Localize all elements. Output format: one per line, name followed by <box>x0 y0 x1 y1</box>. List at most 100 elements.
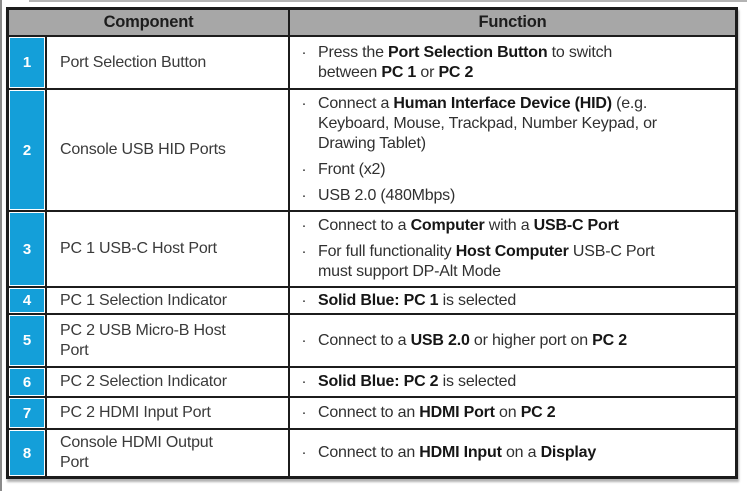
row-number-badge: 3 <box>10 213 44 285</box>
function-bullet-item: · Connect to an HDMI Input on a Display <box>290 443 727 463</box>
function-text-bold: USB-C Port <box>533 217 619 234</box>
row-number-badge: 6 <box>10 369 44 395</box>
bullet-icon: · <box>301 187 307 204</box>
function-cell: · Connect to an HDMI Port on PC 2 <box>290 398 735 428</box>
bullet-icon: · <box>301 291 307 309</box>
function-text: Connect to an HDMI Input on a Display <box>318 443 596 463</box>
function-text-bold: HDMI Port <box>419 404 495 421</box>
function-text: Front (x2) <box>318 160 386 180</box>
bullet-icon: · <box>301 95 307 112</box>
row-number-badge: 8 <box>10 431 44 475</box>
function-text-regular: Front (x2) <box>318 161 386 178</box>
row-number-badge: 2 <box>10 91 44 209</box>
bullet-icon: · <box>301 404 307 421</box>
table-row-number-cell: 2 <box>9 90 45 210</box>
component-name: PC 1 Selection Indicator <box>60 291 227 309</box>
table-row-number-cell: 3 <box>9 212 45 286</box>
function-text-regular: (e.g. Keyboard, Mouse, Trackpad, Number … <box>318 95 657 152</box>
bullet-icon: · <box>301 217 307 234</box>
function-text-regular: Press the <box>318 43 389 61</box>
function-text-regular: to switch between <box>318 43 613 81</box>
bullet-icon: · <box>301 161 307 178</box>
function-text-bold: PC 2 <box>592 331 627 349</box>
page-crop-line-top <box>29 0 747 2</box>
function-text-bold: PC 1 <box>381 63 417 81</box>
table-row-number-cell: 7 <box>9 398 45 428</box>
component-name: PC 1 USB-C Host Port <box>60 240 217 257</box>
function-text: Solid Blue: PC 1 is selected <box>318 291 516 311</box>
function-cell: ·Press the Port Selection Button to swit… <box>290 37 735 88</box>
function-cell: ·Solid Blue: PC 2 is selected <box>290 368 735 396</box>
function-text-bold: Solid Blue: PC 2 <box>318 373 439 390</box>
component-name: PC 2 USB Micro-B Host Port <box>60 321 226 359</box>
function-text-regular: Connect a <box>318 95 394 112</box>
component-name: PC 2 HDMI Input Port <box>60 404 211 421</box>
function-cell: ·Connect to a USB 2.0 or higher port on … <box>290 315 735 366</box>
function-bullet-item: · Connect a Human Interface Device (HID) … <box>290 94 727 154</box>
component-name-cell: Console USB HID Ports <box>47 90 288 210</box>
component-name: PC 2 Selection Indicator <box>60 373 227 390</box>
table-row-number-cell: 5 <box>9 315 45 366</box>
function-cell: · Connect a Human Interface Device (HID) … <box>290 90 735 210</box>
function-text: Connect to a Computer with a USB-C Port <box>318 216 619 236</box>
function-cell: · Solid Blue: PC 1 is selected <box>290 288 735 313</box>
function-text-regular: USB-C Port must support DP-Alt Mode <box>318 243 655 280</box>
function-bullet-item: ·Solid Blue: PC 2 is selected <box>290 372 727 392</box>
table-row-number-cell: 6 <box>9 368 45 396</box>
function-text: USB 2.0 (480Mbps) <box>318 186 455 206</box>
function-text-regular: or <box>416 63 439 81</box>
function-text: For full functionality Host Computer USB… <box>318 242 655 282</box>
function-text-regular: Connect to an <box>318 404 420 421</box>
component-name-cell: PC 1 Selection Indicator <box>47 288 288 313</box>
table-row-number-cell: 8 <box>9 430 45 476</box>
function-text-regular: is selected <box>438 291 517 309</box>
function-text-bold: Port Selection Button <box>388 43 548 61</box>
function-text: Connect to a USB 2.0 or higher port on P… <box>318 331 627 351</box>
function-text-regular: on a <box>501 444 541 461</box>
function-bullet-item: · USB 2.0 (480Mbps) <box>290 186 727 206</box>
function-text-regular: For full functionality <box>318 243 456 260</box>
function-bullet-item: · Front (x2) <box>290 160 727 180</box>
function-text-regular: or higher port on <box>469 331 593 349</box>
page-crop-line-left <box>0 0 2 491</box>
function-text-regular: USB 2.0 (480Mbps) <box>318 187 456 204</box>
component-name-cell: PC 1 USB-C Host Port <box>47 212 288 286</box>
component-name-cell: PC 2 Selection Indicator <box>47 368 288 396</box>
component-name-cell: PC 2 HDMI Input Port <box>47 398 288 428</box>
function-text-bold: Human Interface Device (HID) <box>393 95 612 112</box>
function-bullet-item: · Connect to a Computer with a USB-C Port <box>290 216 727 236</box>
function-text-regular: on <box>494 404 521 421</box>
function-bullet-item: ·Press the Port Selection Button to swit… <box>290 43 727 83</box>
component-name: Console USB HID Ports <box>60 141 226 158</box>
component-name: Port Selection Button <box>60 53 207 71</box>
function-text: Solid Blue: PC 2 is selected <box>318 372 516 392</box>
row-number-badge: 7 <box>10 399 44 427</box>
function-text-regular: Connect to a <box>318 217 411 234</box>
component-name-cell: Console HDMI Output Port <box>47 430 288 476</box>
function-text-regular: Connect to a <box>318 331 411 349</box>
function-text-bold: Display <box>540 444 597 461</box>
function-text-bold: PC 2 <box>520 404 556 421</box>
column-header-function: Function <box>290 10 735 35</box>
component-name: Console HDMI Output Port <box>60 434 213 471</box>
function-bullet-item: ·Connect to a USB 2.0 or higher port on … <box>290 331 727 351</box>
table-row-number-cell: 1 <box>9 37 45 88</box>
function-text: Press the Port Selection Button to switc… <box>318 43 612 83</box>
function-text: Connect a Human Interface Device (HID) (… <box>318 94 657 154</box>
row-number-badge: 1 <box>10 38 44 87</box>
table-row-number-cell: 4 <box>9 288 45 313</box>
function-text-bold: Computer <box>410 217 485 234</box>
component-name-cell: PC 2 USB Micro-B Host Port <box>47 315 288 366</box>
function-text-bold: USB 2.0 <box>410 331 470 349</box>
row-number-badge: 4 <box>10 289 44 312</box>
bullet-icon: · <box>301 444 307 461</box>
function-text-regular: Connect to an <box>318 444 420 461</box>
function-text: Connect to an HDMI Port on PC 2 <box>318 403 556 423</box>
function-text-regular: with a <box>484 217 534 234</box>
function-cell: · Connect to an HDMI Input on a Display <box>290 430 735 476</box>
function-text-regular: is selected <box>438 373 517 390</box>
function-bullet-item: ·For full functionality Host Computer US… <box>290 242 727 282</box>
function-bullet-item: · Solid Blue: PC 1 is selected <box>290 291 727 311</box>
function-cell: · Connect to a Computer with a USB-C Port… <box>290 212 735 286</box>
